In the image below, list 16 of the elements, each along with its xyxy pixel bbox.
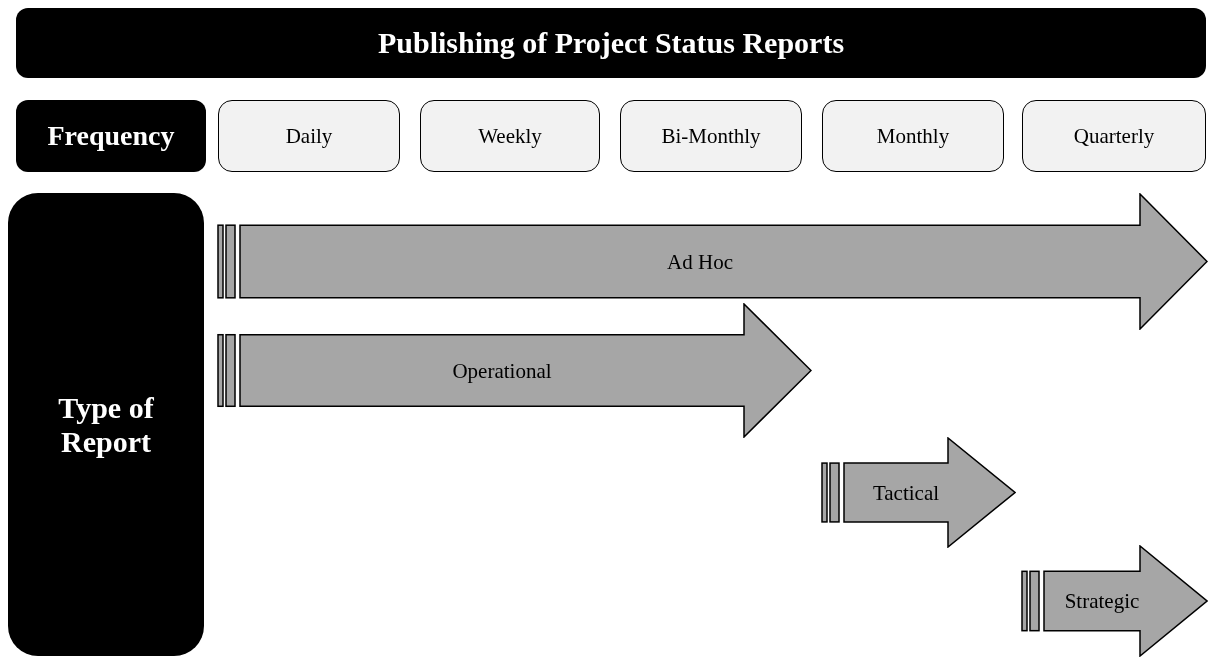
arrow-label: Ad Hoc: [667, 249, 733, 274]
block-arrow: [820, 437, 1016, 548]
title-banner: Publishing of Project Status Reports: [16, 8, 1206, 78]
block-arrow: [216, 303, 812, 438]
frequency-box: Weekly: [420, 100, 600, 172]
arrow-label: Operational: [452, 358, 552, 383]
header-box: Type of Report: [8, 193, 204, 656]
frequency-box: Bi-Monthly: [620, 100, 802, 172]
frequency-box: Monthly: [822, 100, 1004, 172]
header-box: Frequency: [16, 100, 206, 172]
frequency-box: Daily: [218, 100, 400, 172]
arrow-label: Strategic: [1064, 588, 1140, 614]
frequency-box: Quarterly: [1022, 100, 1206, 172]
arrow-label: Tactical: [872, 480, 940, 505]
block-arrow: [216, 193, 1208, 330]
block-arrow: [1020, 545, 1208, 657]
